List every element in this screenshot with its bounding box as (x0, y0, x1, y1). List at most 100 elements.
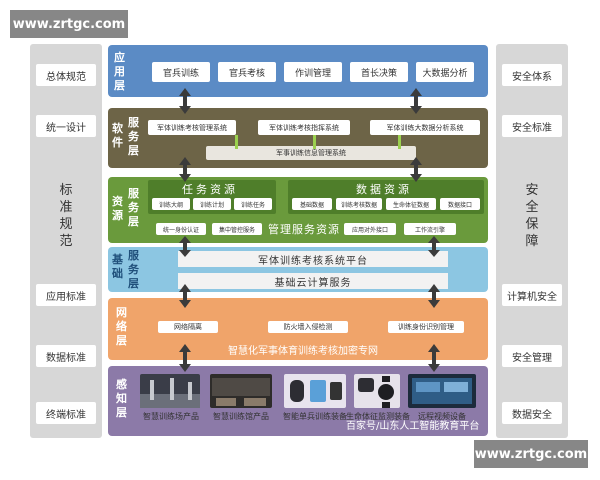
app-item-command-decision: 首长决策 (350, 62, 408, 82)
left-vertical-label: 标 准 规 范 (30, 182, 102, 250)
software-service-layer: 软 件 服 务 层 军体训练考核管理系统 军体训练考核指挥系统 军体训练大数据分… (108, 108, 488, 168)
device-image-training-field (140, 374, 200, 408)
layer-title-char: 知 (116, 392, 127, 405)
right-vertical-char: 全 (525, 200, 539, 215)
task-resource-title: 任务资源 (182, 183, 238, 196)
sense-layer-title: 感 知 层 (116, 378, 127, 420)
base-bar-platform: 军体训练考核系统平台 (178, 251, 448, 267)
layer-title-char: 层 (116, 334, 127, 347)
task-item-syllabus: 训练大纲 (152, 198, 190, 210)
layer-title-char: 网 (116, 306, 127, 319)
layer-title-char: 服 (128, 116, 139, 129)
task-item-task: 训练任务 (234, 198, 272, 210)
layer-title-char: 层 (128, 144, 139, 157)
device-label-vital-monitor: 生命体征监测装备 (346, 412, 410, 421)
layer-title-char: 层 (116, 406, 127, 419)
data-item-vital-signs: 生命体征数据 (386, 198, 436, 210)
layer-title-char: 服 (128, 187, 139, 200)
mgmt-item-identity: 统一身份认证 (156, 223, 206, 235)
left-standards-panel: 总体规范 统一设计 标 准 规 范 应用标准 数据标准 终端标准 (30, 44, 102, 438)
layer-title-char: 务 (128, 201, 139, 214)
right-vertical-label: 安 全 保 障 (496, 182, 568, 250)
network-item-isolation: 网络隔离 (158, 321, 218, 333)
layer-title-char: 资 (112, 195, 123, 208)
left-item-app-standard: 应用标准 (36, 284, 96, 306)
left-vertical-char: 标 (59, 183, 73, 198)
right-security-panel: 安全体系 安全标准 安 全 保 障 计算机安全 安全管理 数据安全 (496, 44, 568, 438)
right-vertical-char: 障 (525, 234, 539, 249)
right-vertical-char: 安 (525, 183, 539, 198)
device-label-remote-video: 远程视频设备 (418, 412, 466, 421)
application-layer-title: 应 用 层 (114, 51, 125, 93)
device-image-training-hall (210, 374, 272, 408)
software-item-analysis-system: 军体训练大数据分析系统 (370, 120, 480, 135)
right-item-data-security: 数据安全 (502, 402, 562, 424)
network-item-firewall: 防火墙入侵检测 (268, 321, 348, 333)
network-layer-title: 网 络 层 (116, 306, 127, 348)
network-item-identity-mgmt: 训练身份识别管理 (388, 321, 464, 333)
device-image-individual-gear (284, 374, 346, 408)
layer-title-char: 用 (114, 65, 125, 78)
right-item-security-system: 安全体系 (502, 64, 562, 86)
left-item-data-standard: 数据标准 (36, 345, 96, 367)
data-item-interface: 数据接口 (440, 198, 480, 210)
task-resource-group: 任务资源 训练大纲 训练计划 训练任务 (148, 180, 276, 214)
task-item-plan: 训练计划 (193, 198, 231, 210)
left-item-overall-spec: 总体规范 (36, 64, 96, 86)
layer-title-char: 层 (114, 79, 125, 92)
layer-title-char: 件 (112, 136, 123, 149)
layer-title-char: 服 (128, 249, 139, 262)
layer-title-char: 务 (128, 263, 139, 276)
sense-layer: 感 知 层 智慧训练场产品 智慧训练馆产品 智能单兵训练装备 (108, 366, 488, 436)
device-label-individual-gear: 智能单兵训练装备 (283, 412, 347, 421)
software-layer-title-a: 软 件 (112, 122, 123, 150)
watermark-bottom: www.zrtgc.com (474, 440, 588, 468)
training-hall-icon (212, 378, 270, 406)
data-resource-title: 数据资源 (356, 183, 412, 196)
software-item-management-system: 军体训练考核管理系统 (148, 120, 236, 135)
left-item-terminal-standard: 终端标准 (36, 402, 96, 424)
device-label-training-field: 智慧训练场产品 (143, 412, 199, 421)
layer-title-char: 软 (112, 122, 123, 135)
network-layer: 网 络 层 网络隔离 防火墙入侵检测 训练身份识别管理 智慧化军事体育训练考核加… (108, 298, 488, 360)
app-item-big-data: 大数据分析 (416, 62, 474, 82)
layer-title-char: 络 (116, 320, 127, 333)
right-item-security-standard: 安全标准 (502, 115, 562, 137)
vital-monitor-icon (358, 376, 394, 408)
app-item-training: 官兵训练 (152, 62, 210, 82)
left-item-unified-design: 统一设计 (36, 115, 96, 137)
resource-service-layer: 资 源 服 务 层 任务资源 训练大纲 训练计划 训练任务 数据资源 基础数据 … (108, 177, 488, 243)
software-item-command-system: 军体训练考核指挥系统 (258, 120, 350, 135)
application-layer: 应 用 层 官兵训练 官兵考核 作训管理 首长决策 大数据分析 (108, 45, 488, 97)
left-vertical-char: 范 (59, 234, 73, 249)
smartwatch-icon (290, 380, 342, 402)
device-image-vital-monitor (354, 374, 400, 408)
right-vertical-char: 保 (525, 217, 539, 232)
video-screen-icon (412, 378, 472, 404)
right-item-computer-security: 计算机安全 (502, 284, 562, 306)
layer-title-char: 应 (114, 51, 125, 64)
layer-title-char: 务 (128, 130, 139, 143)
base-layer-title-a: 基 础 (112, 253, 123, 281)
base-bar-cloud: 基础云计算服务 (178, 273, 448, 289)
right-item-security-management: 安全管理 (502, 345, 562, 367)
base-service-layer: 基 础 服 务 层 军体训练考核系统平台 基础云计算服务 (108, 247, 488, 292)
data-item-training: 训练考核数据 (336, 198, 382, 210)
mgmt-title: 管理服务资源 (268, 223, 340, 236)
mgmt-item-central-control: 集中管控服务 (212, 223, 262, 235)
resource-layer-title-a: 资 源 (112, 195, 123, 223)
app-item-assessment: 官兵考核 (218, 62, 276, 82)
mgmt-item-external-api: 应用对外接口 (344, 223, 396, 235)
data-item-basic: 基础数据 (292, 198, 332, 210)
data-resource-group: 数据资源 基础数据 训练考核数据 生命体征数据 数据接口 (288, 180, 484, 214)
layer-title-char: 础 (112, 267, 123, 280)
layer-title-char: 层 (128, 215, 139, 228)
device-label-training-hall: 智慧训练馆产品 (213, 412, 269, 421)
software-layer-title-b: 服 务 层 (128, 116, 139, 158)
mgmt-item-workflow: 工作流引擎 (404, 223, 456, 235)
base-layer-title-b: 服 务 层 (128, 249, 139, 291)
layer-title-char: 层 (128, 277, 139, 290)
layer-title-char: 源 (112, 209, 123, 222)
watermark-top: www.zrtgc.com (10, 10, 128, 38)
left-vertical-char: 准 (59, 200, 73, 215)
